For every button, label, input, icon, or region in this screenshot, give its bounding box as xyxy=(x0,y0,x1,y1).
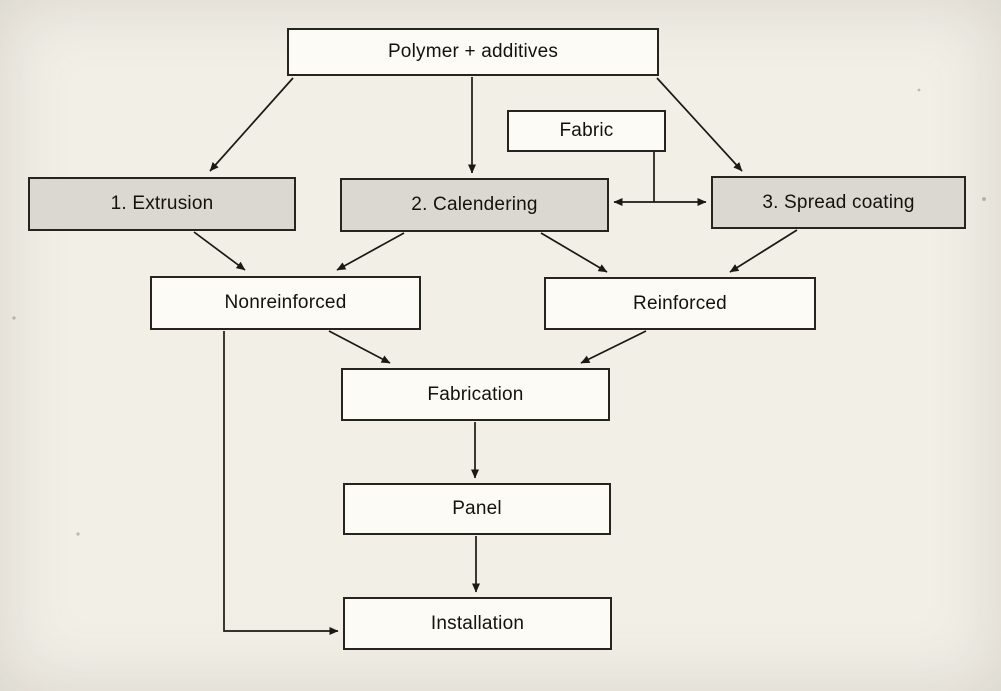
node-fabrication: Fabrication xyxy=(341,368,610,421)
edge-nonreinforced-installation xyxy=(223,331,339,635)
edge-polymer-spread-coating xyxy=(656,77,743,172)
edge-extrusion-nonreinforced xyxy=(193,231,246,271)
node-fabric: Fabric xyxy=(507,110,666,152)
edge-calendering-reinforced xyxy=(540,232,608,273)
node-extrusion: 1. Extrusion xyxy=(28,177,296,231)
edge-calendering-nonreinforced xyxy=(336,232,405,271)
node-nonreinforced: Nonreinforced xyxy=(150,276,421,330)
node-spread-coating: 3. Spread coating xyxy=(711,176,966,229)
node-reinforced: Reinforced xyxy=(544,277,816,330)
node-calendering: 2. Calendering xyxy=(340,178,609,232)
node-polymer-additives: Polymer + additives xyxy=(287,28,659,76)
node-panel: Panel xyxy=(343,483,611,535)
edge-reinforced-fabrication xyxy=(580,330,647,364)
edge-nonreinforced-fabrication xyxy=(328,330,391,364)
edge-polymer-extrusion xyxy=(209,77,294,172)
scan-artifacts xyxy=(12,88,986,536)
edge-spread-coating-reinforced xyxy=(729,229,798,273)
node-installation: Installation xyxy=(343,597,612,650)
